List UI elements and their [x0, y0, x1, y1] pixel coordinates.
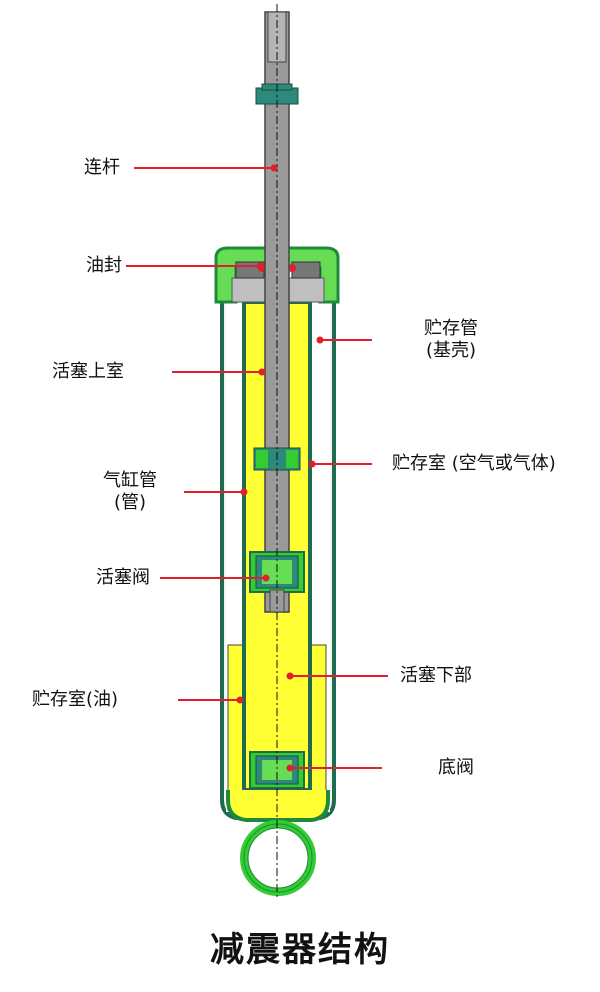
mounting-eye [240, 820, 316, 896]
label-reservoir-gas: 贮存室 (空气或气体) [392, 453, 556, 474]
label-base-valve: 底阀 [438, 757, 474, 778]
label-reservoir-tube: 贮存管 (基壳) [406, 318, 496, 362]
label-reservoir-tube-line2: (基壳) [425, 340, 477, 361]
label-rod: 连杆 [84, 157, 120, 178]
label-piston-valve: 活塞阀 [96, 567, 150, 588]
label-cylinder-tube-line2: (管) [113, 492, 147, 513]
label-reservoir-tube-line1: 贮存管 [424, 318, 478, 339]
bottom-cup [226, 790, 330, 822]
diagram-title: 减震器结构 [210, 930, 390, 970]
label-oil-seal: 油封 [86, 255, 122, 276]
label-upper-chamber: 活塞上室 [52, 361, 124, 382]
label-cylinder-tube-line1: 气缸管 [103, 470, 157, 491]
label-reservoir-oil: 贮存室(油) [32, 689, 119, 710]
label-cylinder-tube: 气缸管 (管) [80, 470, 180, 514]
label-lower-part: 活塞下部 [400, 665, 472, 686]
leader-lines [126, 164, 388, 772]
